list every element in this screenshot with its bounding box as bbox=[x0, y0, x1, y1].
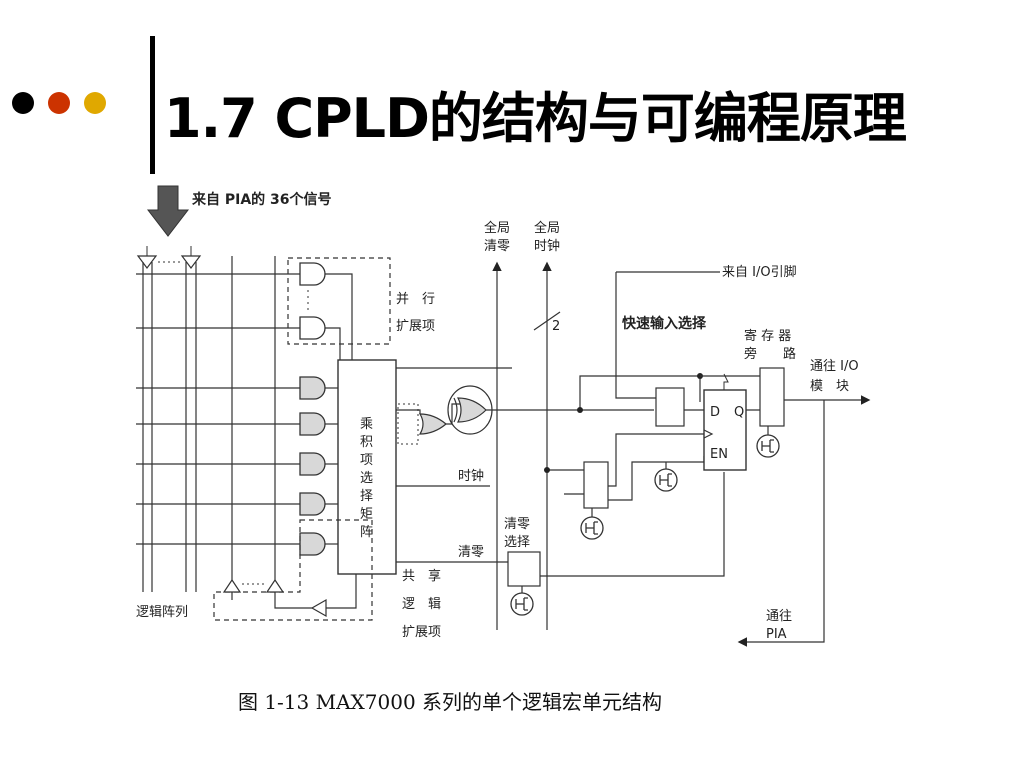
product-and-gate-2 bbox=[299, 412, 326, 436]
bullet-dot-red bbox=[48, 92, 70, 114]
label-to-io-2: 模 块 bbox=[810, 379, 849, 394]
bullet-dot-yellow bbox=[84, 92, 106, 114]
label-logic-array: 逻辑阵列 bbox=[136, 605, 188, 620]
label-to-pia-2: PIA bbox=[766, 627, 787, 642]
or-gate bbox=[418, 413, 447, 435]
ptsm-label: 乘 积 项 选 择 矩 阵 bbox=[360, 417, 373, 540]
label-global-clock-1: 全局 bbox=[534, 220, 560, 236]
label-shared-1: 共 享 bbox=[402, 568, 441, 584]
product-term-select-matrix bbox=[337, 359, 397, 575]
label-parallel-2: 扩展项 bbox=[396, 319, 435, 334]
xor-gate bbox=[457, 397, 487, 423]
parallel-and-gate-1 bbox=[299, 262, 326, 286]
product-term-lines bbox=[136, 273, 300, 545]
ff-en-label: EN bbox=[710, 447, 728, 462]
bullet-dot-black bbox=[12, 92, 34, 114]
pia-input-arrow bbox=[146, 185, 190, 237]
label-clear: 清零 bbox=[458, 545, 484, 560]
label-to-io-1: 通往 I/O bbox=[810, 359, 859, 374]
bullet-dots bbox=[12, 92, 106, 114]
product-and-gate-1 bbox=[299, 376, 326, 400]
product-and-gate-4 bbox=[299, 492, 326, 516]
label-global-clock-2: 时钟 bbox=[534, 238, 560, 254]
register-bypass-mux bbox=[759, 367, 785, 427]
clock-mux bbox=[583, 461, 609, 509]
figure-caption: 图 1-13 MAX7000 系列的单个逻辑宏单元结构 bbox=[237, 690, 663, 714]
label-clear-select-1: 清零 bbox=[504, 517, 530, 532]
label-reg-bypass-2: 旁 路 bbox=[744, 346, 796, 362]
or-gate-dashed-box bbox=[397, 403, 419, 445]
slide-title: 1.7 CPLD的结构与可编程原理 bbox=[164, 87, 907, 150]
shared-expander-box bbox=[213, 519, 373, 621]
label-global-clear-1: 全局 bbox=[484, 220, 510, 236]
label-shared-2: 逻 辑 bbox=[402, 597, 441, 612]
label-parallel-1: 并 行 bbox=[396, 292, 435, 307]
parallel-expander-box bbox=[287, 257, 391, 345]
ff-q-label: Q bbox=[734, 405, 744, 420]
register-bypass-ground-icon bbox=[756, 434, 780, 458]
enable-ground-icon bbox=[654, 468, 678, 492]
label-from-io-pin: 来自 I/O引脚 bbox=[722, 264, 797, 280]
product-and-gate-5 bbox=[299, 532, 326, 556]
clear-select-mux bbox=[507, 551, 541, 587]
label-clock: 时钟 bbox=[458, 468, 484, 484]
ptsm-char-4: 选 bbox=[360, 471, 373, 486]
output-to-pia-line bbox=[737, 400, 825, 647]
label-from-pia: 来自 PIA的 36个信号 bbox=[191, 191, 332, 208]
product-and-gate-3 bbox=[299, 452, 326, 476]
title-divider bbox=[150, 36, 155, 174]
ptsm-char-6: 矩 bbox=[360, 507, 373, 522]
label-clear-select-2: 选择 bbox=[504, 535, 530, 550]
label-shared-3: 扩展项 bbox=[402, 625, 441, 640]
shared-expander-inverter bbox=[310, 598, 327, 618]
label-bus-width: 2 bbox=[552, 319, 560, 334]
label-global-clear-2: 清零 bbox=[484, 239, 510, 254]
ptsm-char-1: 乘 bbox=[360, 417, 373, 432]
parallel-and-gate-2 bbox=[299, 316, 326, 340]
label-reg-bypass-1: 寄 存 器 bbox=[744, 328, 791, 344]
ptsm-char-3: 项 bbox=[360, 453, 373, 468]
ptsm-char-7: 阵 bbox=[360, 525, 373, 540]
ptsm-char-5: 择 bbox=[360, 489, 373, 504]
clock-mux-ground-icon bbox=[580, 516, 604, 540]
label-to-pia-1: 通往 bbox=[766, 609, 792, 624]
input-buffer-left bbox=[136, 255, 158, 269]
ptsm-char-2: 积 bbox=[360, 435, 373, 450]
clear-select-ground-icon bbox=[510, 592, 534, 616]
label-fast-input: 快速输入选择 bbox=[622, 315, 707, 332]
input-buffer-right bbox=[180, 255, 202, 269]
fast-input-mux bbox=[655, 387, 685, 427]
ff-d-label: D bbox=[710, 405, 720, 420]
flip-flop bbox=[703, 389, 747, 471]
